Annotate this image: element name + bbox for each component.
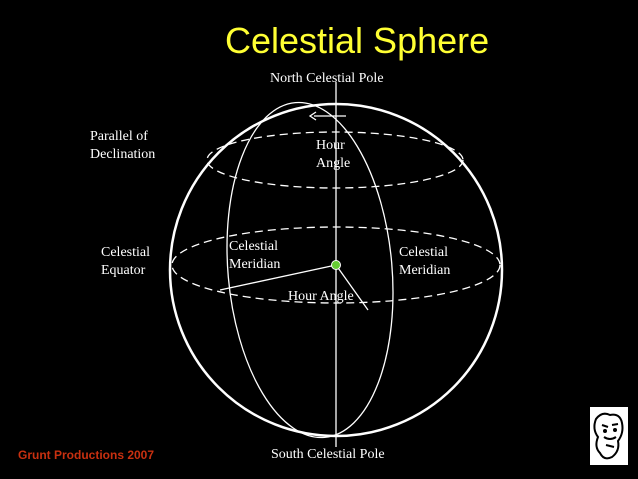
hour-angle-top-label: Hour Angle [316,137,350,173]
parallel-label-line1: Parallel of [90,129,148,144]
center-point-icon [331,260,341,270]
hour-angle-line-left [219,264,337,291]
north-celestial-pole-label: North Celestial Pole [270,71,384,86]
equator-label-line2: Equator [101,263,146,278]
equator-label-line1: Celestial [101,245,150,260]
hour-angle-top-line1: Hour [316,138,345,153]
south-celestial-pole-label: South Celestial Pole [271,447,385,462]
credit-text: Grunt Productions 2007 [18,448,155,462]
celestial-equator-label: Celestial Equator [101,244,150,280]
slide-title: Celestial Sphere [225,20,490,61]
parallel-label-line2: Declination [90,147,156,162]
celestial-meridian-right-label: Celestial Meridian [399,244,450,280]
hour-angle-line-right [335,264,369,311]
parallel-of-declination-line [206,131,464,189]
meridian-left-line2: Meridian [229,257,281,272]
hour-angle-arrow-icon [308,111,346,121]
parallel-of-declination-label: Parallel of Declination [90,128,155,164]
celestial-meridian-line [226,101,394,439]
meridian-left-line1: Celestial [229,239,278,254]
meridian-right-line2: Meridian [399,263,451,278]
hour-angle-center-label: Hour Angle [288,289,354,304]
meridian-right-line1: Celestial [399,245,448,260]
hour-angle-top-line2: Angle [316,156,351,171]
celestial-meridian-left-label: Celestial Meridian [229,238,280,274]
grunt-logo-icon [590,407,628,465]
